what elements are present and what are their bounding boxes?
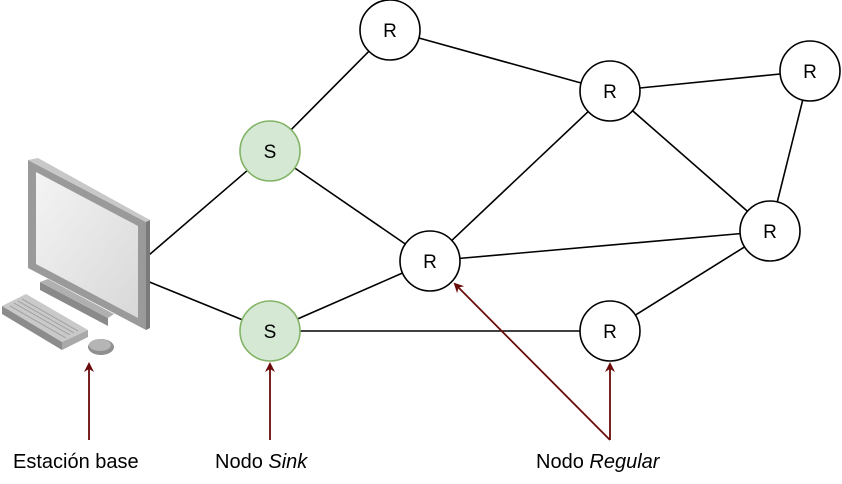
node-circle bbox=[579, 60, 641, 122]
regular-node-caption: Nodo Regular bbox=[536, 451, 659, 474]
node-circle bbox=[739, 200, 801, 262]
edge-pc-s2 bbox=[146, 280, 243, 321]
edge-r1-r2 bbox=[418, 37, 582, 84]
sink-node-s1: S bbox=[239, 120, 301, 182]
edge-r2-r3 bbox=[639, 73, 781, 89]
regular-node-r5: R bbox=[739, 200, 801, 262]
regular-node-r2: R bbox=[579, 60, 641, 122]
regular-caption-italic: Regular bbox=[589, 451, 660, 473]
node-label: R bbox=[383, 21, 397, 42]
node-label: R bbox=[763, 222, 777, 243]
node-circle bbox=[359, 0, 421, 61]
regular-node-r4: R bbox=[399, 230, 461, 292]
sink-node-caption: Nodo Sink bbox=[215, 451, 307, 474]
edge-r4-r5 bbox=[459, 232, 741, 260]
arrow-to-regular-node-b bbox=[453, 282, 611, 441]
edge-s1-r1 bbox=[290, 50, 370, 131]
node-circle bbox=[779, 40, 841, 102]
node-label: R bbox=[423, 252, 437, 273]
edge-s2-r4 bbox=[297, 272, 403, 320]
node-circle bbox=[239, 120, 301, 182]
sink-caption-prefix: Nodo bbox=[215, 451, 269, 473]
node-label: R bbox=[803, 62, 817, 83]
node-circle bbox=[579, 300, 641, 362]
regular-node-r1: R bbox=[359, 0, 421, 61]
base-station-label: Estación base bbox=[13, 451, 139, 473]
edge-s1-r4 bbox=[294, 167, 406, 245]
edge-r2-r5 bbox=[632, 110, 748, 212]
regular-caption-prefix: Nodo bbox=[536, 451, 590, 473]
sink-caption-italic: Sink bbox=[268, 451, 308, 473]
node-circle bbox=[239, 300, 301, 362]
desktop-computer-icon bbox=[2, 158, 150, 355]
node-circle bbox=[399, 230, 461, 292]
node-label: S bbox=[264, 142, 277, 163]
node-label: R bbox=[603, 82, 617, 103]
edge-r3-r5 bbox=[776, 99, 804, 203]
edge-r2-r4 bbox=[451, 111, 589, 241]
regular-node-r3: R bbox=[779, 40, 841, 102]
nodes-layer: R R R R R R S S bbox=[239, 0, 841, 362]
edge-pc-s1 bbox=[141, 169, 248, 262]
regular-node-r6: R bbox=[579, 300, 641, 362]
node-label: S bbox=[264, 322, 277, 343]
node-label: R bbox=[603, 322, 617, 343]
pointer-arrows bbox=[84, 282, 615, 441]
base-station-caption: Estación base bbox=[13, 451, 139, 474]
sink-node-s2: S bbox=[239, 300, 301, 362]
edges-layer bbox=[141, 37, 804, 332]
edge-r6-r5 bbox=[635, 246, 745, 316]
